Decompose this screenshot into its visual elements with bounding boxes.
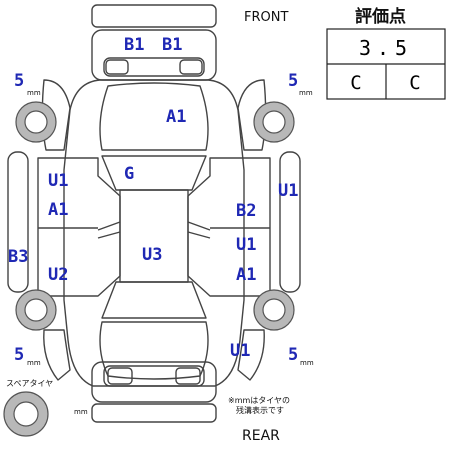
front-label: FRONT xyxy=(244,10,288,25)
right-pillar-line-1 xyxy=(187,221,211,231)
rear-right-tire-icon xyxy=(253,289,295,331)
interior-grade: C xyxy=(350,72,361,94)
front-left-tire-depth: 5 xyxy=(14,71,24,91)
mm-note-line1: ※mmはタイヤの xyxy=(228,396,290,405)
trunk-outline xyxy=(99,321,209,380)
hood-outline xyxy=(99,82,209,151)
overall-score: 3.5 xyxy=(359,36,413,60)
left-pillar-line-2 xyxy=(97,231,121,239)
front-right-tire-depth: 5 xyxy=(288,71,298,91)
front-left-tire-unit: mm xyxy=(27,89,41,97)
windshield-outline xyxy=(101,155,207,191)
rear-lamp-right xyxy=(175,367,201,385)
spare-tire-icon xyxy=(3,391,49,437)
damage-code-front-bumper-right: B1 xyxy=(162,35,182,55)
score-title: 評価点 xyxy=(355,6,406,27)
rear-left-tire-depth: 5 xyxy=(14,345,24,365)
damage-code-left-rear-door: U2 xyxy=(48,265,68,285)
damage-code-right-rear-door-1: U1 xyxy=(236,235,256,255)
left-sill-outline xyxy=(7,151,29,293)
rear-label: REAR xyxy=(242,428,280,444)
damage-code-right-rear-door-2: A1 xyxy=(236,265,256,285)
rear-plate-outline xyxy=(103,365,205,387)
left-pillar-line-1 xyxy=(97,221,121,231)
exterior-grade: C xyxy=(409,72,420,94)
front-lamp-left xyxy=(105,59,129,75)
mm-note-line2: 残溝表示です xyxy=(236,405,284,415)
front-grille-outline xyxy=(91,4,217,28)
rear-left-tire-unit: mm xyxy=(27,359,41,367)
damage-code-hood: A1 xyxy=(166,107,186,127)
rear-bumper-outline xyxy=(91,361,217,403)
damage-code-front-bumper-left: B1 xyxy=(124,35,144,55)
damage-code-right-rear-quarter: U1 xyxy=(230,341,250,361)
roof-outline xyxy=(119,189,189,283)
right-sill-outline xyxy=(279,151,301,293)
rear-right-tire-depth: 5 xyxy=(288,345,298,365)
damage-code-left-front-door-2: A1 xyxy=(48,200,68,220)
right-rear-fender xyxy=(237,329,265,381)
front-left-tire-icon xyxy=(15,101,57,143)
front-lamp-right xyxy=(179,59,203,75)
front-plate-outline xyxy=(103,57,205,77)
spare-tire-unit: mm xyxy=(74,408,88,416)
front-right-tire-unit: mm xyxy=(299,89,313,97)
damage-code-right-front-door: B2 xyxy=(236,201,256,221)
damage-code-left-front-door-1: U1 xyxy=(48,171,68,191)
damage-code-roof: U3 xyxy=(142,245,162,265)
front-right-tire-icon xyxy=(253,101,295,143)
rear-window-outline xyxy=(101,281,207,319)
damage-code-windshield: G xyxy=(124,164,134,184)
rear-right-tire-unit: mm xyxy=(300,359,314,367)
rear-edge-outline xyxy=(91,403,217,423)
damage-code-right-front-fender: U1 xyxy=(278,181,298,201)
spare-tire-label: スペアタイヤ xyxy=(6,379,53,388)
front-bumper-outline xyxy=(91,29,217,81)
body-outline xyxy=(63,79,245,387)
damage-code-left-sill: B3 xyxy=(8,247,28,267)
rear-lamp-left xyxy=(107,367,133,385)
left-rear-fender xyxy=(43,329,71,381)
right-pillar-line-2 xyxy=(187,231,211,239)
rear-left-tire-icon xyxy=(15,289,57,331)
